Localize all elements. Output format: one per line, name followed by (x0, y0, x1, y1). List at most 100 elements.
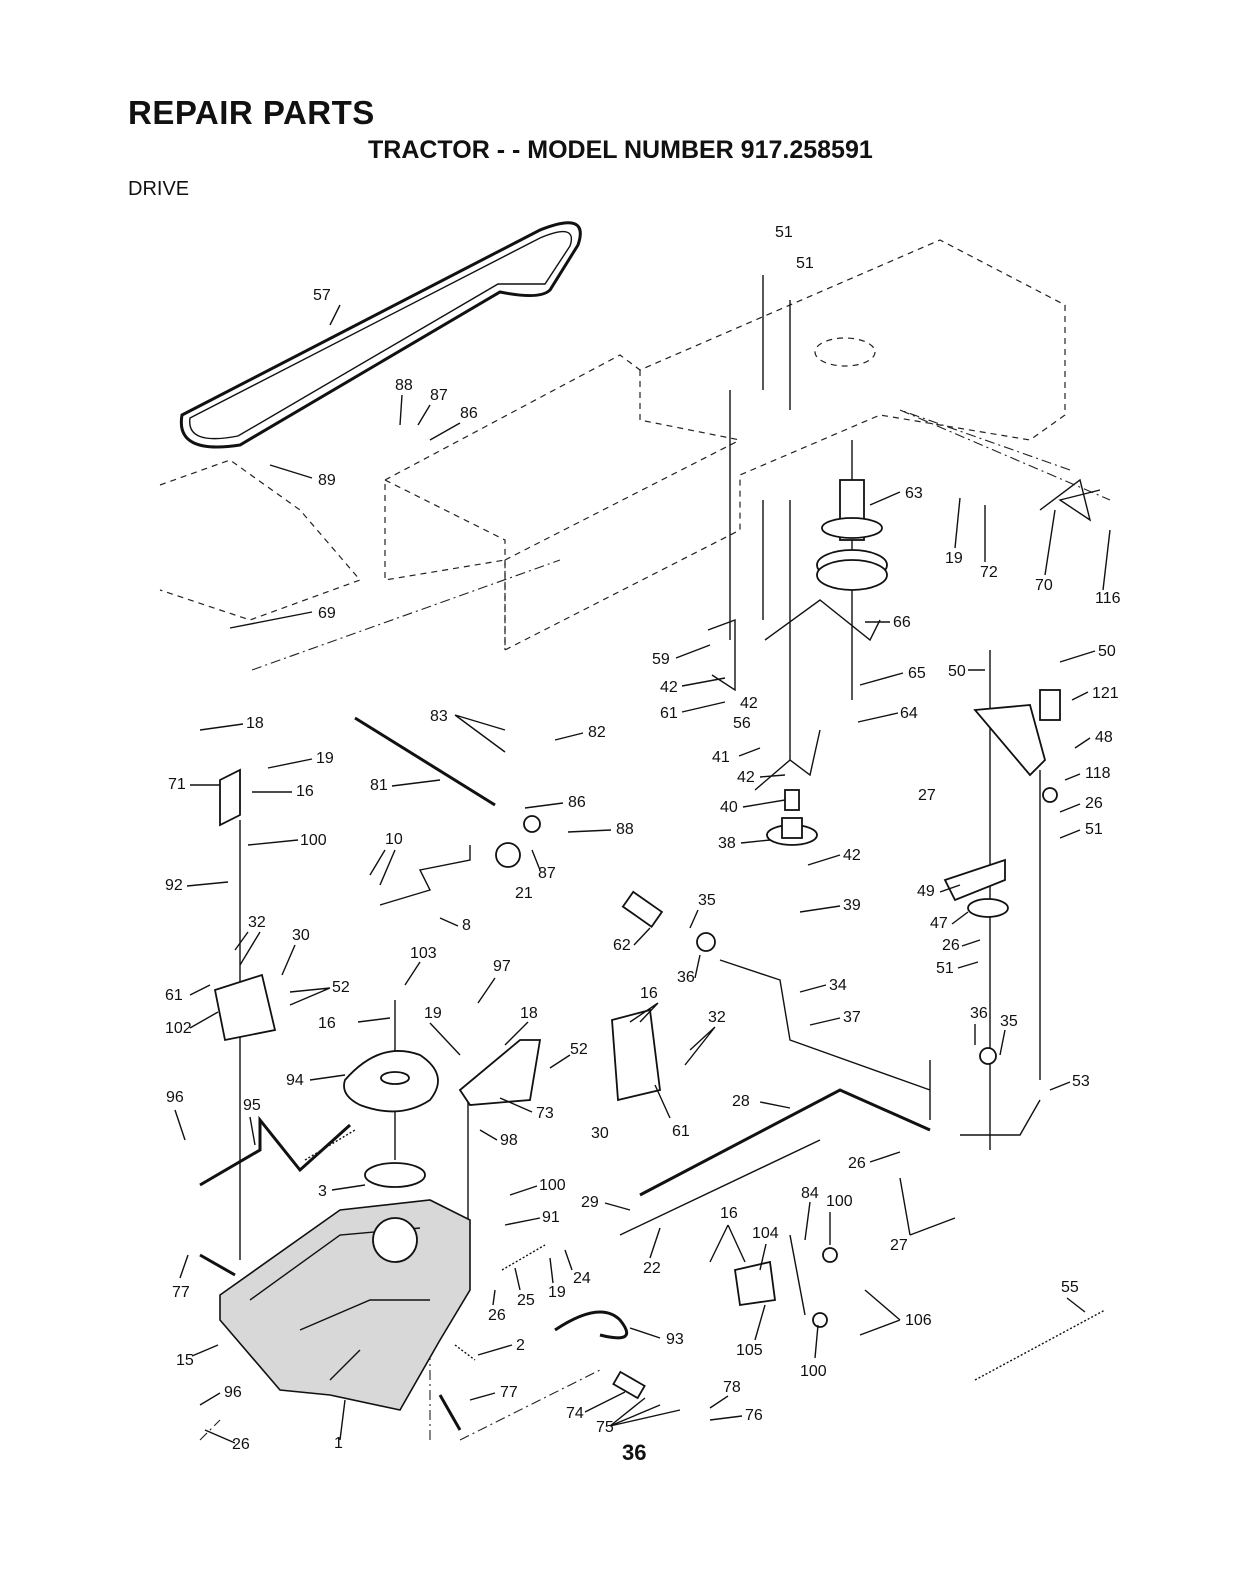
pulley-38 (766, 789, 818, 846)
callout-label: 59 (652, 651, 670, 668)
callout-label: 16 (296, 783, 314, 800)
callout-label: 30 (292, 927, 310, 944)
callout-label: 71 (168, 776, 186, 793)
callout-label: 57 (313, 287, 331, 304)
callout-label: 32 (708, 1009, 726, 1026)
callout-label: 50 (1098, 643, 1116, 660)
callout-label: 24 (573, 1270, 591, 1287)
callout-label: 70 (1035, 577, 1053, 594)
callout-label: 118 (1085, 765, 1111, 782)
rod-8 (379, 845, 471, 906)
callout-label: 52 (332, 979, 350, 996)
spring-25 (501, 1244, 546, 1271)
callout-label: 49 (917, 883, 935, 900)
callout-label: 41 (712, 749, 730, 766)
callout-label: 52 (570, 1041, 588, 1058)
callout-label: 42 (737, 769, 755, 786)
callout-label: 16 (640, 985, 658, 1002)
callout-label: 74 (566, 1405, 584, 1422)
callout-label: 81 (370, 777, 388, 794)
callout-label: 86 (568, 794, 586, 811)
callout-label: 15 (176, 1352, 194, 1369)
pulley-63 (816, 479, 888, 591)
callout-label: 18 (246, 715, 264, 732)
callout-label: 47 (930, 915, 948, 932)
callout-label: 121 (1092, 685, 1119, 702)
knob-21 (495, 842, 521, 868)
callout-label: 61 (660, 705, 678, 722)
callout-label: 21 (515, 885, 533, 902)
link-41 (754, 729, 821, 791)
callout-label: 88 (395, 377, 413, 394)
callout-label: 69 (318, 605, 336, 622)
callout-label: 61 (165, 987, 183, 1004)
callout-label: 100 (539, 1177, 566, 1194)
bracket-73 (458, 1039, 542, 1106)
callout-label: 42 (843, 847, 861, 864)
spring-2 (454, 1344, 476, 1361)
callout-label: 26 (488, 1307, 506, 1324)
callout-label: 72 (980, 564, 998, 581)
bracket-71 (219, 768, 241, 827)
callout-label: 25 (517, 1292, 535, 1309)
callout-label: 42 (660, 679, 678, 696)
rod-28 (639, 1088, 931, 1197)
callout-label: 26 (942, 937, 960, 954)
callout-label: 22 (643, 1260, 661, 1277)
callout-label: 100 (800, 1363, 827, 1380)
frame-outline (384, 239, 1066, 651)
callout-label: 18 (520, 1005, 538, 1022)
callout-label: 96 (224, 1384, 242, 1401)
callout-label: 16 (720, 1205, 738, 1222)
clip-70 (1039, 478, 1101, 522)
callout-label: 89 (318, 472, 336, 489)
callout-label: 75 (596, 1419, 614, 1436)
callout-label: 91 (542, 1209, 560, 1226)
callout-label: 40 (720, 799, 738, 816)
callout-label: 61 (672, 1123, 690, 1140)
rod-53 (960, 1099, 1041, 1136)
callout-label: 27 (890, 1237, 908, 1254)
callout-label: 77 (172, 1284, 190, 1301)
shaft-81 (354, 716, 496, 807)
rod-95 (199, 1115, 352, 1187)
callout-label: 19 (316, 750, 334, 767)
callout-label: 106 (905, 1312, 932, 1329)
callout-label: 102 (165, 1020, 192, 1037)
hose-93 (554, 1310, 629, 1340)
spring-55 (974, 1309, 1106, 1381)
callout-label: 62 (613, 937, 631, 954)
callout-label: 97 (493, 958, 511, 975)
callout-label: 28 (732, 1093, 750, 1110)
bracket-30-left (213, 973, 277, 1042)
bushing-62 (621, 890, 664, 928)
callout-label: 1 (334, 1435, 343, 1452)
callout-label: 29 (581, 1194, 599, 1211)
callout-label: 103 (410, 945, 437, 962)
callout-label: 53 (1072, 1073, 1090, 1090)
callout-label: 37 (843, 1009, 861, 1026)
pulley-3 (364, 1162, 426, 1188)
callout-label: 35 (1000, 1013, 1018, 1030)
rod-34 (719, 959, 931, 1091)
callout-label: 84 (801, 1185, 819, 1202)
callout-label: 32 (248, 914, 266, 931)
callout-label: 36 (970, 1005, 988, 1022)
callout-label: 16 (318, 1015, 336, 1032)
bushing-121 (1039, 689, 1061, 721)
bracket-104 (733, 1260, 777, 1307)
callout-label: 26 (232, 1436, 250, 1453)
callout-label: 77 (500, 1384, 518, 1401)
callout-label: 82 (588, 724, 606, 741)
callout-label: 2 (516, 1337, 525, 1354)
callout-label: 105 (736, 1342, 763, 1359)
callout-label: 92 (165, 877, 183, 894)
callout-label: 96 (166, 1089, 184, 1106)
callout-label: 76 (745, 1407, 763, 1424)
callout-label: 27 (918, 787, 936, 804)
callout-label: 34 (829, 977, 847, 994)
section-label: DRIVE (128, 178, 190, 200)
callout-label: 93 (666, 1331, 684, 1348)
callout-label: 50 (948, 663, 966, 680)
